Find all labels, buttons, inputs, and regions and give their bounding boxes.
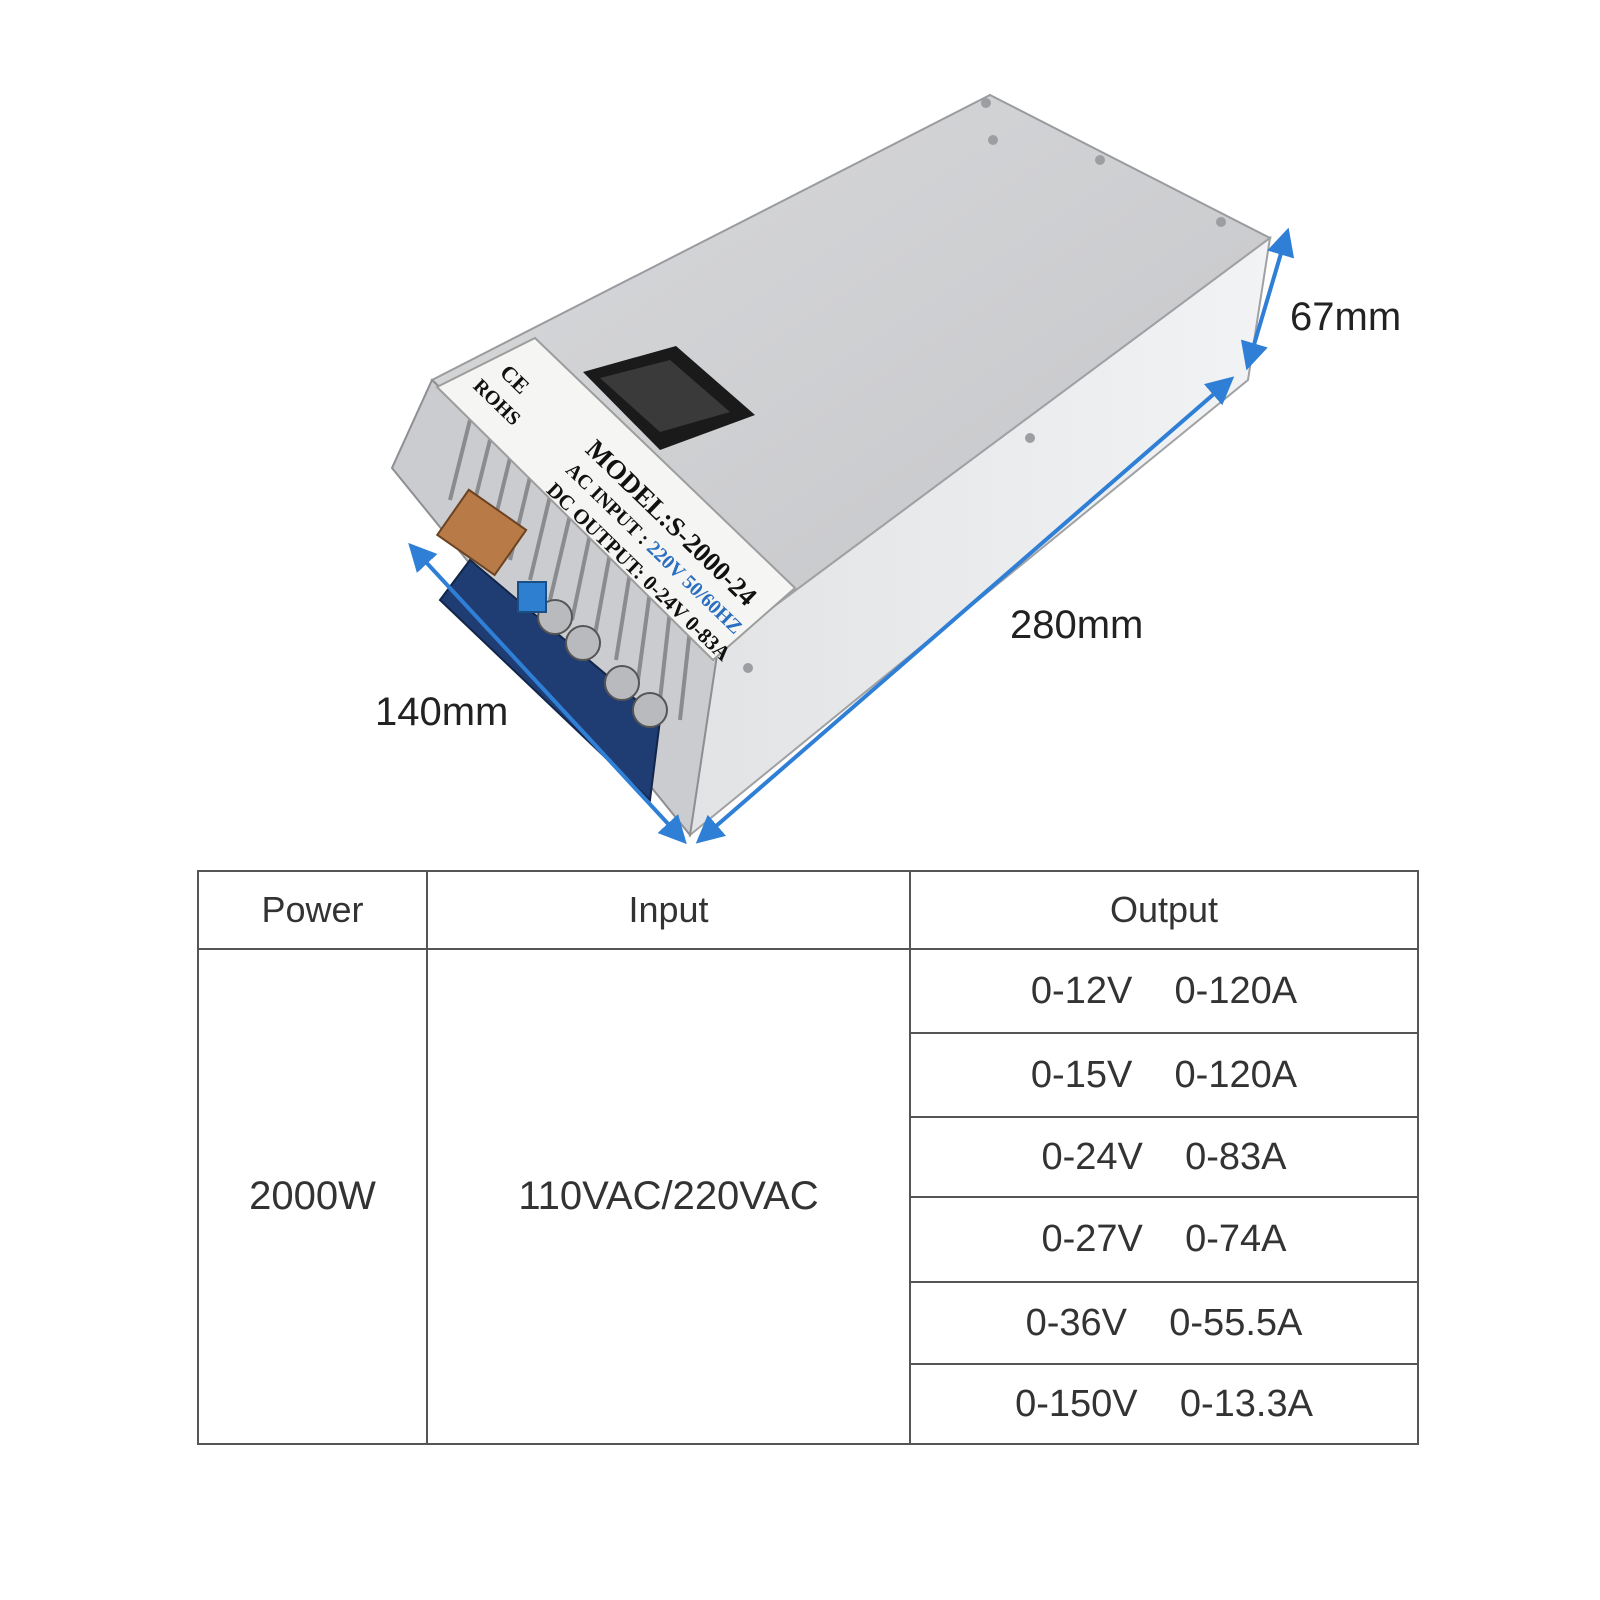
- header-input: Input: [426, 870, 911, 950]
- output-cell: 0-36V 0-55.5A: [909, 1281, 1419, 1365]
- header-power: Power: [197, 870, 428, 950]
- spec-table: Power Input Output 2000W 110VAC/220VAC 0…: [197, 870, 1419, 1445]
- width-dimension-label: 140mm: [375, 690, 508, 734]
- power-value: 2000W: [197, 948, 428, 1445]
- table-row: 0-150V 0-13.3A: [198, 1363, 1419, 1445]
- output-cell: 0-15V 0-120A: [909, 1032, 1419, 1118]
- table-row: 0-36V 0-55.5A: [198, 1281, 1419, 1365]
- power-supply-illustration: MODEL:S-2000-24 AC INPUT : 220V 50/60HZ …: [375, 93, 1401, 845]
- width-dimension-arrow: [408, 542, 687, 845]
- output-voltage: 0-150V: [1015, 1382, 1138, 1425]
- table-row: 2000W 110VAC/220VAC 0-12V 0-120A: [197, 948, 1419, 1445]
- table-row: 0-15V 0-120A: [198, 1032, 1419, 1118]
- output-voltage: 0-24V: [1041, 1135, 1143, 1178]
- output-voltage: 0-36V: [1025, 1301, 1128, 1344]
- output-cell: 0-12V 0-120A: [909, 948, 1419, 1034]
- output-voltage: 0-12V: [1030, 969, 1133, 1012]
- output-current: 0-120A: [1174, 1053, 1298, 1096]
- output-cell: 0-24V 0-83A: [909, 1116, 1419, 1198]
- output-current: 0-55.5A: [1169, 1301, 1303, 1344]
- table-row: 0-27V 0-74A: [198, 1196, 1419, 1283]
- output-cell: 0-27V 0-74A: [909, 1196, 1419, 1283]
- header-output: Output: [909, 870, 1419, 950]
- input-value: 110VAC/220VAC: [426, 948, 911, 1445]
- height-dimension-arrow: [1240, 227, 1295, 371]
- output-voltage: 0-27V: [1041, 1218, 1143, 1260]
- voltage-adjust-pot: [517, 581, 547, 613]
- table-header-row: Power Input Output: [197, 870, 1419, 950]
- output-voltage: 0-15V: [1030, 1053, 1133, 1096]
- output-current: 0-74A: [1185, 1218, 1287, 1260]
- output-current: 0-13.3A: [1179, 1382, 1313, 1425]
- height-dimension-label: 67mm: [1290, 295, 1401, 339]
- output-current: 0-120A: [1174, 969, 1298, 1012]
- length-dimension-label: 280mm: [1010, 603, 1143, 647]
- length-dimension-arrow: [695, 376, 1235, 844]
- table-row: 0-24V 0-83A: [198, 1116, 1419, 1198]
- output-current: 0-83A: [1185, 1135, 1287, 1178]
- output-cell: 0-150V 0-13.3A: [909, 1363, 1419, 1445]
